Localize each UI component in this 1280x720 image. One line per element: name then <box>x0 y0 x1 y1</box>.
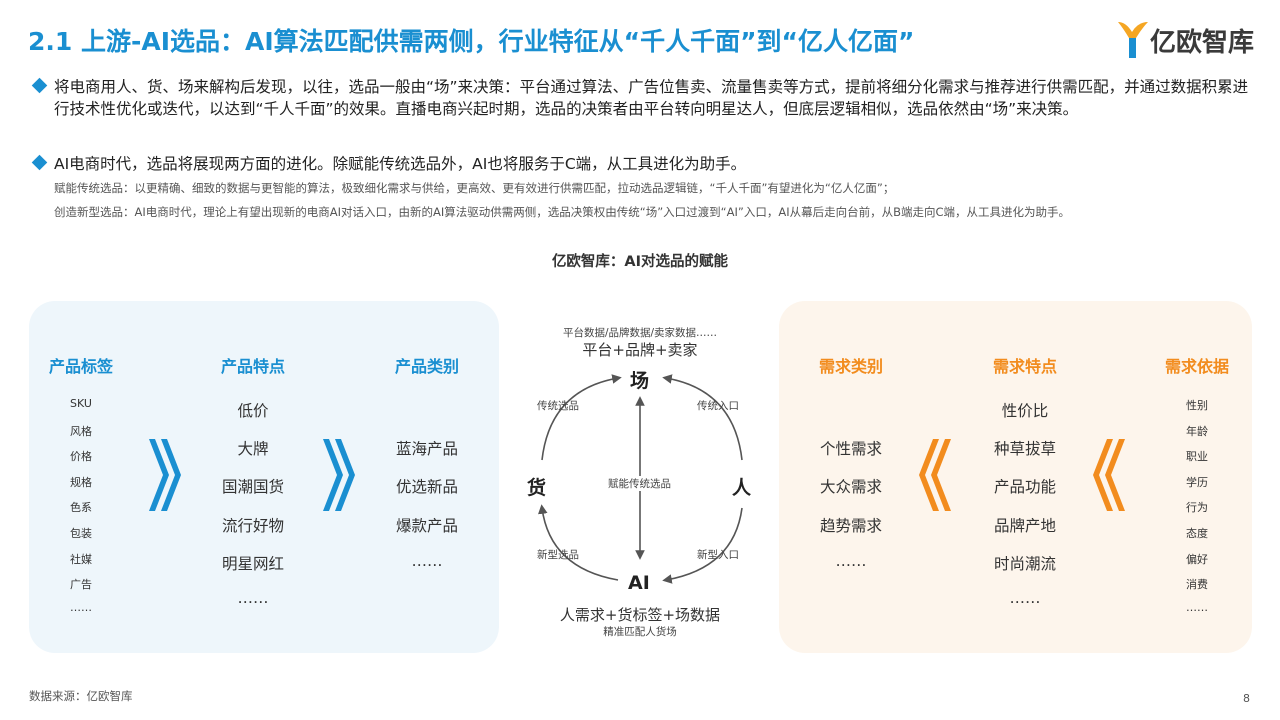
list-item: …… <box>835 552 867 570</box>
list-item: 种草拔草 <box>993 440 1056 458</box>
list-item: …… <box>237 589 269 607</box>
list-item: 时尚潮流 <box>993 555 1056 573</box>
list-item: 色系 <box>70 501 92 514</box>
list-item: 风格 <box>70 425 92 438</box>
chevron-left-icon <box>919 439 951 511</box>
label-new-selection: 新型选品 <box>537 549 579 561</box>
list-item: 广告 <box>70 578 92 591</box>
chevron-left-icon <box>1093 439 1125 511</box>
list-item: 行为 <box>1186 501 1208 514</box>
list-item: 明星网红 <box>221 555 284 573</box>
list-item: 价格 <box>70 450 92 463</box>
right-panel: 需求类别 个性需求 大众需求 趋势需求 …… 需求特点 性价比 种草拔草 产品功… <box>779 301 1252 653</box>
center-bottom-note: 精准匹配人货场 <box>603 626 677 638</box>
list-item: 低价 <box>237 402 269 420</box>
list-item: 流行好物 <box>221 517 284 535</box>
list-item: 年龄 <box>1186 425 1208 438</box>
list-item: 社媒 <box>70 553 92 566</box>
data-source: 数据来源：亿欧智库 <box>29 689 133 703</box>
chevron-right-icon <box>149 439 181 511</box>
logo-mark-icon <box>1118 22 1148 58</box>
list-item: 性别 <box>1186 399 1208 412</box>
column-head: 产品特点 <box>220 357 285 376</box>
list-item: 大牌 <box>237 440 269 458</box>
bullet-diamond-icon <box>31 154 48 171</box>
column-demand-basis: 需求依据 性别 年龄 职业 学历 行为 态度 偏好 消费 …… <box>1151 353 1243 623</box>
list-item: 偏好 <box>1186 553 1208 566</box>
node-chang: 场 <box>630 370 650 392</box>
page-title: 2.1 上游-AI选品：AI算法匹配供需两侧，行业特征从“千人千面”到“亿人亿面… <box>28 27 915 56</box>
node-ai: AI <box>628 572 650 594</box>
brand-logo: 亿欧智库 <box>1116 18 1266 60</box>
column-head: 产品标签 <box>48 357 113 376</box>
list-item: 趋势需求 <box>819 517 882 535</box>
label-new-entry: 新型入口 <box>697 549 739 561</box>
center-bottom-label: 人需求+货标签+场数据 <box>559 606 721 624</box>
node-huo: 货 <box>527 477 547 499</box>
list-item: …… <box>1186 601 1208 614</box>
column-product-tags: 产品标签 SKU 风格 价格 规格 色系 包装 社媒 广告 …… <box>35 353 127 623</box>
left-panel: 产品标签 SKU 风格 价格 规格 色系 包装 社媒 广告 …… 产品特点 低价… <box>29 301 499 653</box>
list-item: 爆款产品 <box>395 517 458 535</box>
bullet-diamond-icon <box>31 77 48 94</box>
list-item: 国潮国货 <box>221 478 284 496</box>
bullet-2: AI电商时代，选品将展现两方面的进化。除赋能传统选品外，AI也将服务于C端，从工… <box>28 153 1256 175</box>
label-traditional-selection: 传统选品 <box>537 400 579 412</box>
subline-1: 赋能传统选品：以更精确、细致的数据与更智能的算法，极致细化需求与供给，更高效、更… <box>54 181 895 195</box>
list-item: 态度 <box>1186 527 1208 540</box>
page-number: 8 <box>1243 692 1250 705</box>
node-ren: 人 <box>732 477 752 499</box>
list-item: …… <box>70 601 92 614</box>
list-item: 蓝海产品 <box>395 440 458 458</box>
column-product-categories: 产品类别 蓝海产品 优选新品 爆款产品 …… <box>379 353 475 623</box>
column-demand-features: 需求特点 性价比 种草拔草 产品功能 品牌产地 时尚潮流 …… <box>977 353 1073 623</box>
column-head: 需求依据 <box>1164 357 1229 376</box>
label-empower-traditional: 赋能传统选品 <box>606 476 673 491</box>
list-item: 优选新品 <box>395 478 458 496</box>
bullet-2-text: AI电商时代，选品将展现两方面的进化。除赋能传统选品外，AI也将服务于C端，从工… <box>54 155 747 173</box>
list-item: 职业 <box>1186 450 1208 463</box>
subline-2: 创造新型选品：AI电商时代，理论上有望出现新的电商AI对话入口，由新的AI算法驱… <box>54 205 1071 219</box>
list-item: 规格 <box>70 476 92 489</box>
list-item: 个性需求 <box>819 440 882 458</box>
figure-title: 亿欧智库：AI对选品的赋能 <box>551 254 729 270</box>
list-item: 性价比 <box>1001 402 1049 420</box>
column-product-features: 产品特点 低价 大牌 国潮国货 流行好物 明星网红 …… <box>205 353 301 623</box>
column-demand-categories: 需求类别 个性需求 大众需求 趋势需求 …… <box>803 353 899 623</box>
bullet-1-text: 将电商用人、货、场来解构后发现，以往，选品一般由“场”来决策：平台通过算法、广告… <box>54 78 1249 118</box>
list-item: 学历 <box>1186 476 1208 489</box>
bullet-1: 将电商用人、货、场来解构后发现，以往，选品一般由“场”来决策：平台通过算法、广告… <box>28 76 1256 120</box>
list-item: 大众需求 <box>819 478 882 496</box>
list-item: …… <box>411 552 443 570</box>
list-item: …… <box>1009 589 1041 607</box>
list-item: 消费 <box>1186 578 1208 591</box>
column-head: 需求类别 <box>818 357 883 376</box>
list-item: SKU <box>70 397 92 410</box>
label-traditional-entry: 传统入口 <box>697 400 739 412</box>
list-item: 包装 <box>70 527 92 540</box>
column-head: 需求特点 <box>992 357 1057 376</box>
chevron-right-icon <box>323 439 355 511</box>
column-head: 产品类别 <box>394 357 459 376</box>
logo-text: 亿欧智库 <box>1150 28 1255 58</box>
center-top-note: 平台数据/品牌数据/卖家数据…… <box>562 327 718 339</box>
list-item: 产品功能 <box>993 478 1056 496</box>
center-top-label: 平台+品牌+卖家 <box>582 341 698 359</box>
list-item: 品牌产地 <box>993 517 1056 535</box>
